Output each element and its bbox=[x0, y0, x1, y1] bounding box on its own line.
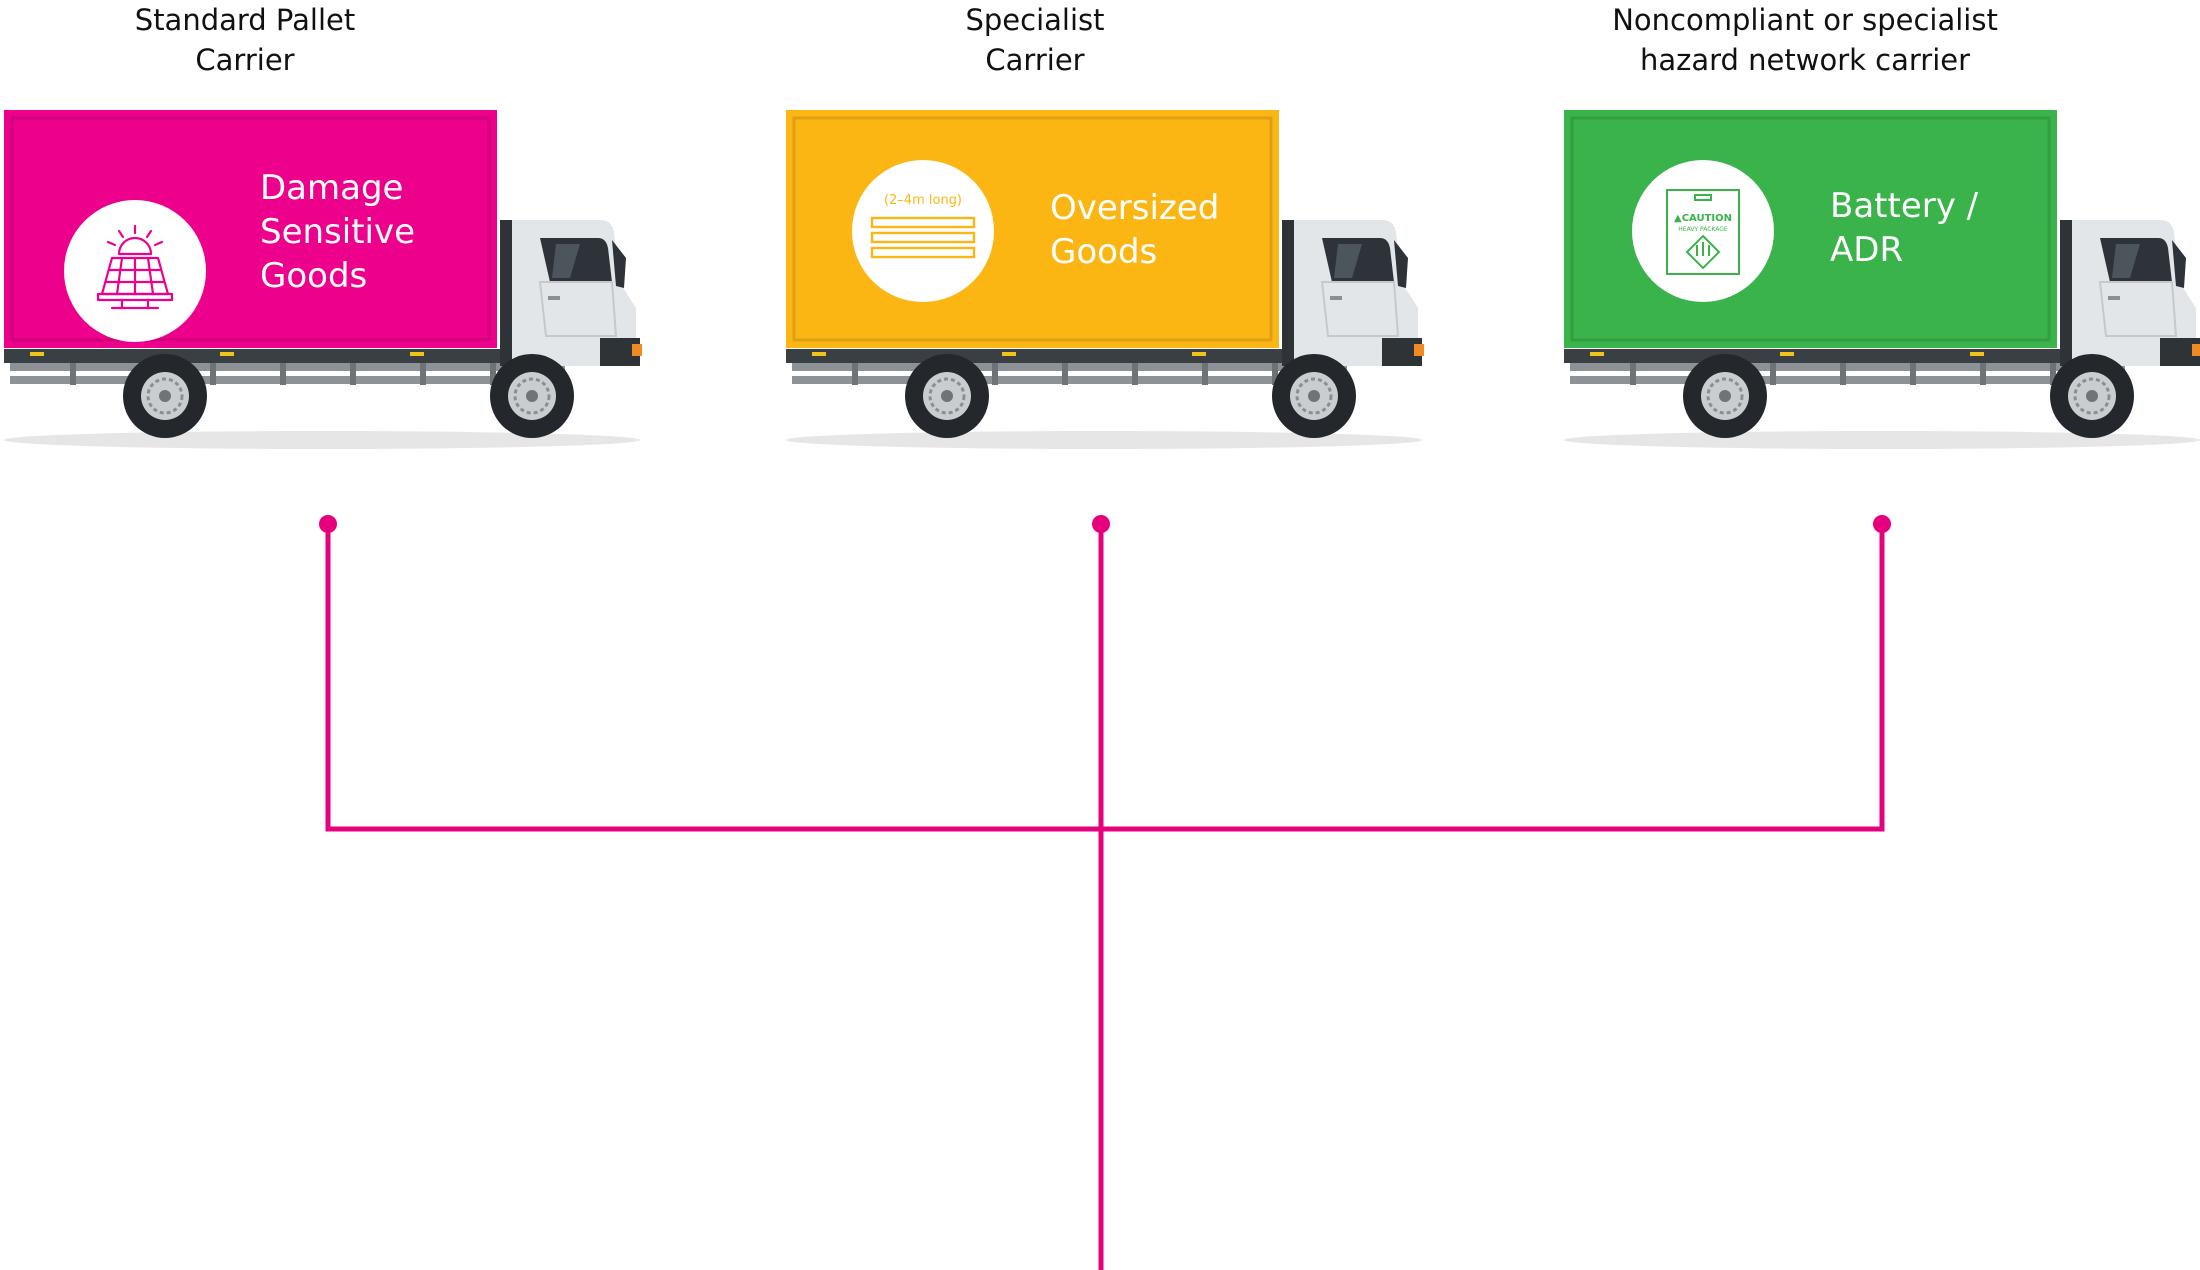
side-mirror bbox=[2172, 240, 2186, 288]
indicator-light bbox=[2192, 344, 2200, 356]
marker-light bbox=[1590, 352, 1604, 356]
side-rail bbox=[10, 363, 565, 371]
cargo-box-panel bbox=[792, 116, 1273, 342]
box-label: Damage Sensitive Goods bbox=[260, 168, 416, 296]
solar-panel-icon bbox=[96, 224, 174, 310]
heavy-package-text: HEAVY PACKAGE bbox=[1678, 226, 1728, 233]
rail-post bbox=[1910, 363, 1916, 385]
side-rail bbox=[1570, 376, 2125, 384]
cab-pillar bbox=[1282, 220, 1294, 366]
cab-door bbox=[1320, 281, 1400, 337]
marker-light bbox=[220, 352, 234, 356]
wheel-center bbox=[159, 390, 171, 402]
rail-post bbox=[1062, 363, 1068, 385]
rail-post bbox=[490, 363, 496, 385]
box-label: Oversized Goods bbox=[1050, 188, 1220, 272]
door-handle bbox=[1330, 296, 1342, 300]
marker-light bbox=[812, 352, 826, 356]
wheel-center bbox=[2086, 390, 2098, 402]
wheel-hub bbox=[1295, 377, 1333, 415]
marker-light bbox=[1002, 352, 1016, 356]
cargo-box-panel bbox=[10, 116, 491, 342]
icon-badge: (2–4m long) bbox=[852, 160, 994, 302]
window-glare bbox=[552, 244, 580, 278]
marker-light bbox=[1192, 352, 1206, 356]
rail-post bbox=[1132, 363, 1138, 385]
caution-package-icon: ▲CAUTION HEAVY PACKAGE bbox=[1666, 189, 1740, 275]
wheel-center bbox=[526, 390, 538, 402]
rail-post bbox=[1770, 363, 1776, 385]
wheel-hub bbox=[513, 377, 551, 415]
side-rail bbox=[1570, 363, 2125, 371]
indicator-light bbox=[1414, 344, 1424, 356]
cab-pillar bbox=[2060, 220, 2072, 366]
truck-standard-pallet: Damage Sensitive Goods bbox=[0, 108, 645, 498]
rail-post bbox=[1630, 363, 1636, 385]
door-handle bbox=[548, 296, 560, 300]
rail-post bbox=[1980, 363, 1986, 385]
window-glare bbox=[1334, 244, 1362, 278]
wheel-center bbox=[1308, 390, 1320, 402]
side-mirror bbox=[612, 240, 626, 288]
indicator-light bbox=[632, 344, 642, 356]
cab-door bbox=[2098, 281, 2178, 337]
icon-badge bbox=[64, 200, 206, 342]
carrier-title-specialist: Specialist Carrier bbox=[965, 3, 1105, 77]
long-item-icon: (2–4m long) bbox=[870, 193, 976, 259]
rail-post bbox=[210, 363, 216, 385]
side-rail bbox=[10, 376, 565, 384]
rail-post bbox=[350, 363, 356, 385]
window-glare bbox=[2112, 244, 2140, 278]
connector-node-specialist bbox=[1092, 515, 1110, 533]
cargo-box-panel bbox=[1570, 116, 2051, 342]
connector-node-standard bbox=[319, 515, 337, 533]
door-handle bbox=[2108, 296, 2120, 300]
rail-post bbox=[1840, 363, 1846, 385]
rail-post bbox=[420, 363, 426, 385]
wheel-center bbox=[1719, 390, 1731, 402]
truck-hazard: ▲CAUTION HEAVY PACKAGE Battery / ADR bbox=[1560, 108, 2200, 498]
marker-light bbox=[30, 352, 44, 356]
rail-post bbox=[280, 363, 286, 385]
box-label: Battery / ADR bbox=[1830, 186, 1979, 270]
wheel-hub bbox=[2073, 377, 2111, 415]
cab-pillar bbox=[500, 220, 512, 366]
marker-light bbox=[1970, 352, 1984, 356]
marker-light bbox=[410, 352, 424, 356]
rail-post bbox=[992, 363, 998, 385]
connector-branch-line bbox=[325, 524, 1885, 832]
rail-post bbox=[2050, 363, 2056, 385]
wheel-hub bbox=[146, 377, 184, 415]
connector-node-hazard bbox=[1873, 515, 1891, 533]
side-rail bbox=[792, 363, 1347, 371]
wheel-hub bbox=[928, 377, 966, 415]
side-mirror bbox=[1394, 240, 1408, 288]
icon-caption: (2–4m long) bbox=[884, 193, 962, 208]
cab-door bbox=[538, 281, 618, 337]
side-rail bbox=[792, 376, 1347, 384]
rail-post bbox=[852, 363, 858, 385]
carrier-title-standard: Standard Pallet Carrier bbox=[134, 3, 356, 77]
caution-text: ▲CAUTION bbox=[1674, 213, 1732, 224]
carrier-title-hazard: Noncompliant or specialist hazard networ… bbox=[1612, 3, 1998, 77]
wheel-hub bbox=[1706, 377, 1744, 415]
rail-post bbox=[1202, 363, 1208, 385]
icon-badge: ▲CAUTION HEAVY PACKAGE bbox=[1632, 160, 1774, 302]
marker-light bbox=[1780, 352, 1794, 356]
rail-post bbox=[1272, 363, 1278, 385]
rail-post bbox=[70, 363, 76, 385]
truck-specialist: (2–4m long) Oversized Goods bbox=[782, 108, 1427, 498]
wheel-center bbox=[941, 390, 953, 402]
